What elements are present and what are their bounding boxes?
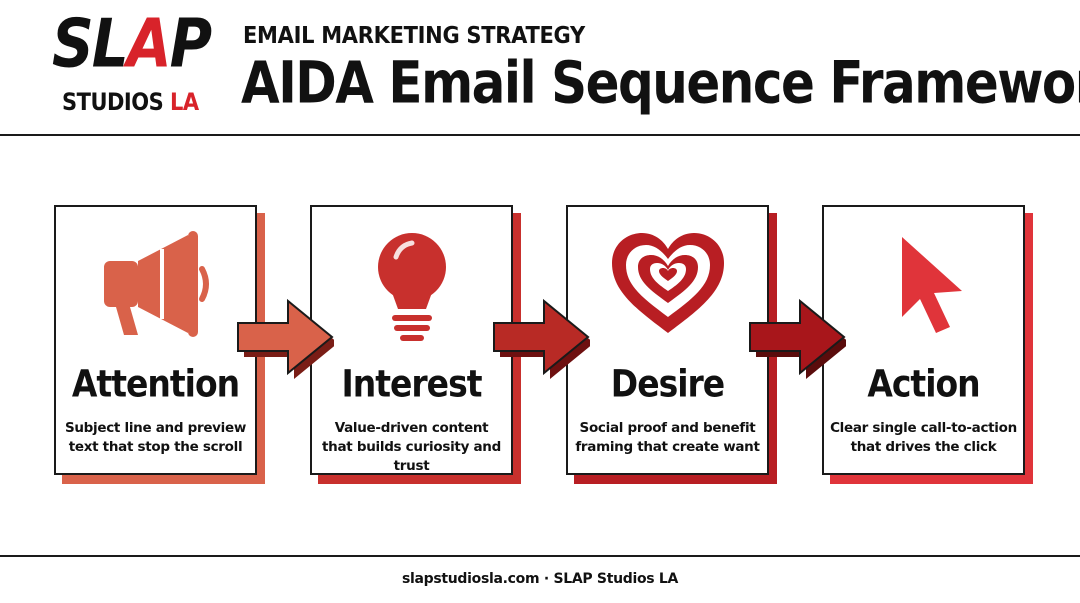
footer-text: slapstudiosla.com · SLAP Studios LA <box>401 571 679 587</box>
page-kicker: EMAIL MARKETING STRATEGY <box>243 22 585 49</box>
step-description: Social proof and benefit framing that cr… <box>575 420 760 455</box>
step-card-desire: Desire Social proof and benefit framing … <box>566 205 769 475</box>
arrow-right-icon <box>234 293 338 388</box>
step-label: Action <box>867 361 980 406</box>
logo-wordmark: SLAP <box>52 4 212 83</box>
slap-studios-logo: SLAP STUDIOS LA <box>50 10 212 120</box>
step-description: Value-driven content that builds curiosi… <box>322 420 501 474</box>
heart-icon <box>568 229 767 349</box>
lightbulb-icon <box>312 229 511 349</box>
arrow-right-icon <box>746 293 850 388</box>
step-description: Subject line and preview text that stop … <box>64 420 247 455</box>
page-title: AIDA Email Sequence Framework <box>241 49 1080 117</box>
step-label: Desire <box>610 361 725 406</box>
step-description: Clear single call-to-action that drives … <box>830 420 1017 455</box>
arrow-right-icon <box>490 293 594 388</box>
header: SLAP STUDIOS LA EMAIL MARKETING STRATEGY… <box>0 0 1080 136</box>
megaphone-icon <box>56 229 255 349</box>
step-card-attention: Attention Subject line and preview text … <box>54 205 257 475</box>
step-label: Interest <box>341 361 482 406</box>
step-card-action: Action Clear single call-to-action that … <box>822 205 1025 475</box>
step-card-interest: Interest Value-driven content that build… <box>310 205 513 475</box>
cursor-icon <box>824 229 1023 349</box>
step-label: Attention <box>71 361 240 406</box>
logo-subtext: STUDIOS LA <box>62 88 199 116</box>
footer: slapstudiosla.com · SLAP Studios LA <box>0 555 1080 603</box>
